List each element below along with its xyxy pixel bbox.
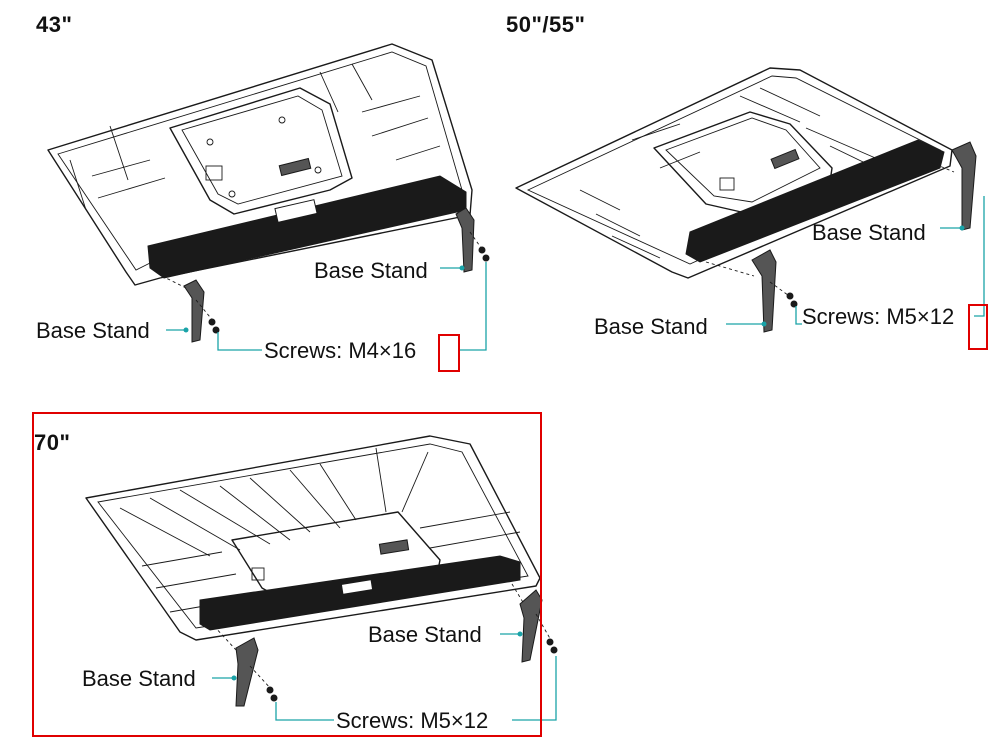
- highlight-box-50-55-screw: [968, 304, 988, 350]
- screws-label-70: Screws: M5×12: [336, 708, 489, 733]
- right-stand-label-50-55: Base Stand: [812, 220, 926, 245]
- size-label-43: 43": [36, 12, 73, 37]
- tv-70-leader-lines: [212, 631, 557, 721]
- right-stand-label-43: Base Stand: [314, 258, 428, 283]
- tv-70-back: [85, 435, 541, 641]
- tv-43-leader-lines: [166, 262, 487, 351]
- left-stand-label-70: Base Stand: [82, 666, 196, 691]
- screws-label-50-55: Screws: M5×12: [802, 304, 955, 329]
- tv-70-left-stand: [213, 625, 278, 707]
- tv-50-55-leader-lines: [726, 196, 985, 327]
- left-stand-label-50-55: Base Stand: [594, 314, 708, 339]
- highlight-box-70-panel: [32, 412, 542, 737]
- tv-43-right-stand: [439, 195, 490, 273]
- screws-label-43: Screws: M4×16: [264, 338, 417, 363]
- tv-50-55-left-stand: [705, 249, 798, 333]
- tv-43-left-stand: [161, 275, 220, 343]
- left-stand-label-43: Base Stand: [36, 318, 150, 343]
- size-label-70: 70": [34, 430, 71, 455]
- tv-43-back: [47, 43, 473, 286]
- tv-50-55-back: [515, 67, 953, 279]
- highlight-box-43-screw: [438, 334, 460, 372]
- tv-50-55-right-stand: [929, 141, 977, 231]
- right-stand-label-70: Base Stand: [368, 622, 482, 647]
- tv-70-right-stand: [511, 583, 558, 663]
- size-label-50-55: 50"/55": [506, 12, 586, 37]
